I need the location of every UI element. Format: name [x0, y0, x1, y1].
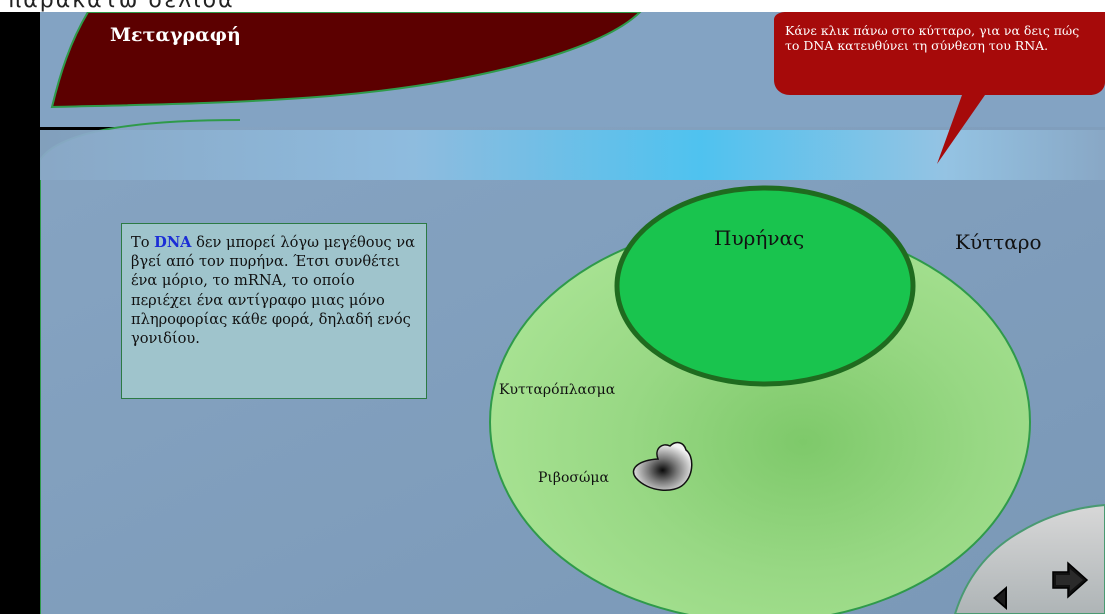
- page-title: Μεταγραφή: [110, 24, 241, 46]
- top-cut-text: παρακάτω σελίδα: [0, 0, 1105, 12]
- cell-label: Κύτταρο: [955, 230, 1042, 254]
- back-button[interactable]: [985, 580, 1015, 614]
- info-prefix: Το: [131, 234, 154, 251]
- cut-text: παρακάτω σελίδα: [8, 0, 235, 12]
- nucleus-label: Πυρήνας: [714, 226, 804, 250]
- cytoplasm-label: Κυτταρόπλασμα: [499, 382, 615, 398]
- cell-clickable[interactable]: [490, 222, 1030, 614]
- info-dna-highlight: DNA: [154, 234, 191, 251]
- slide-stage: Μεταγραφή Κάνε κλικ πάνω στο κύτταρο, γι…: [0, 12, 1105, 614]
- next-button[interactable]: [1050, 560, 1090, 600]
- hint-bubble-text: Κάνε κλικ πάνω στο κύτταρο, για να δεις …: [785, 23, 1095, 53]
- info-box: Το DNA δεν μπορεί λόγω μεγέθους να βγεί …: [121, 223, 427, 399]
- ribosome-label: Ριβοσώμα: [538, 470, 609, 486]
